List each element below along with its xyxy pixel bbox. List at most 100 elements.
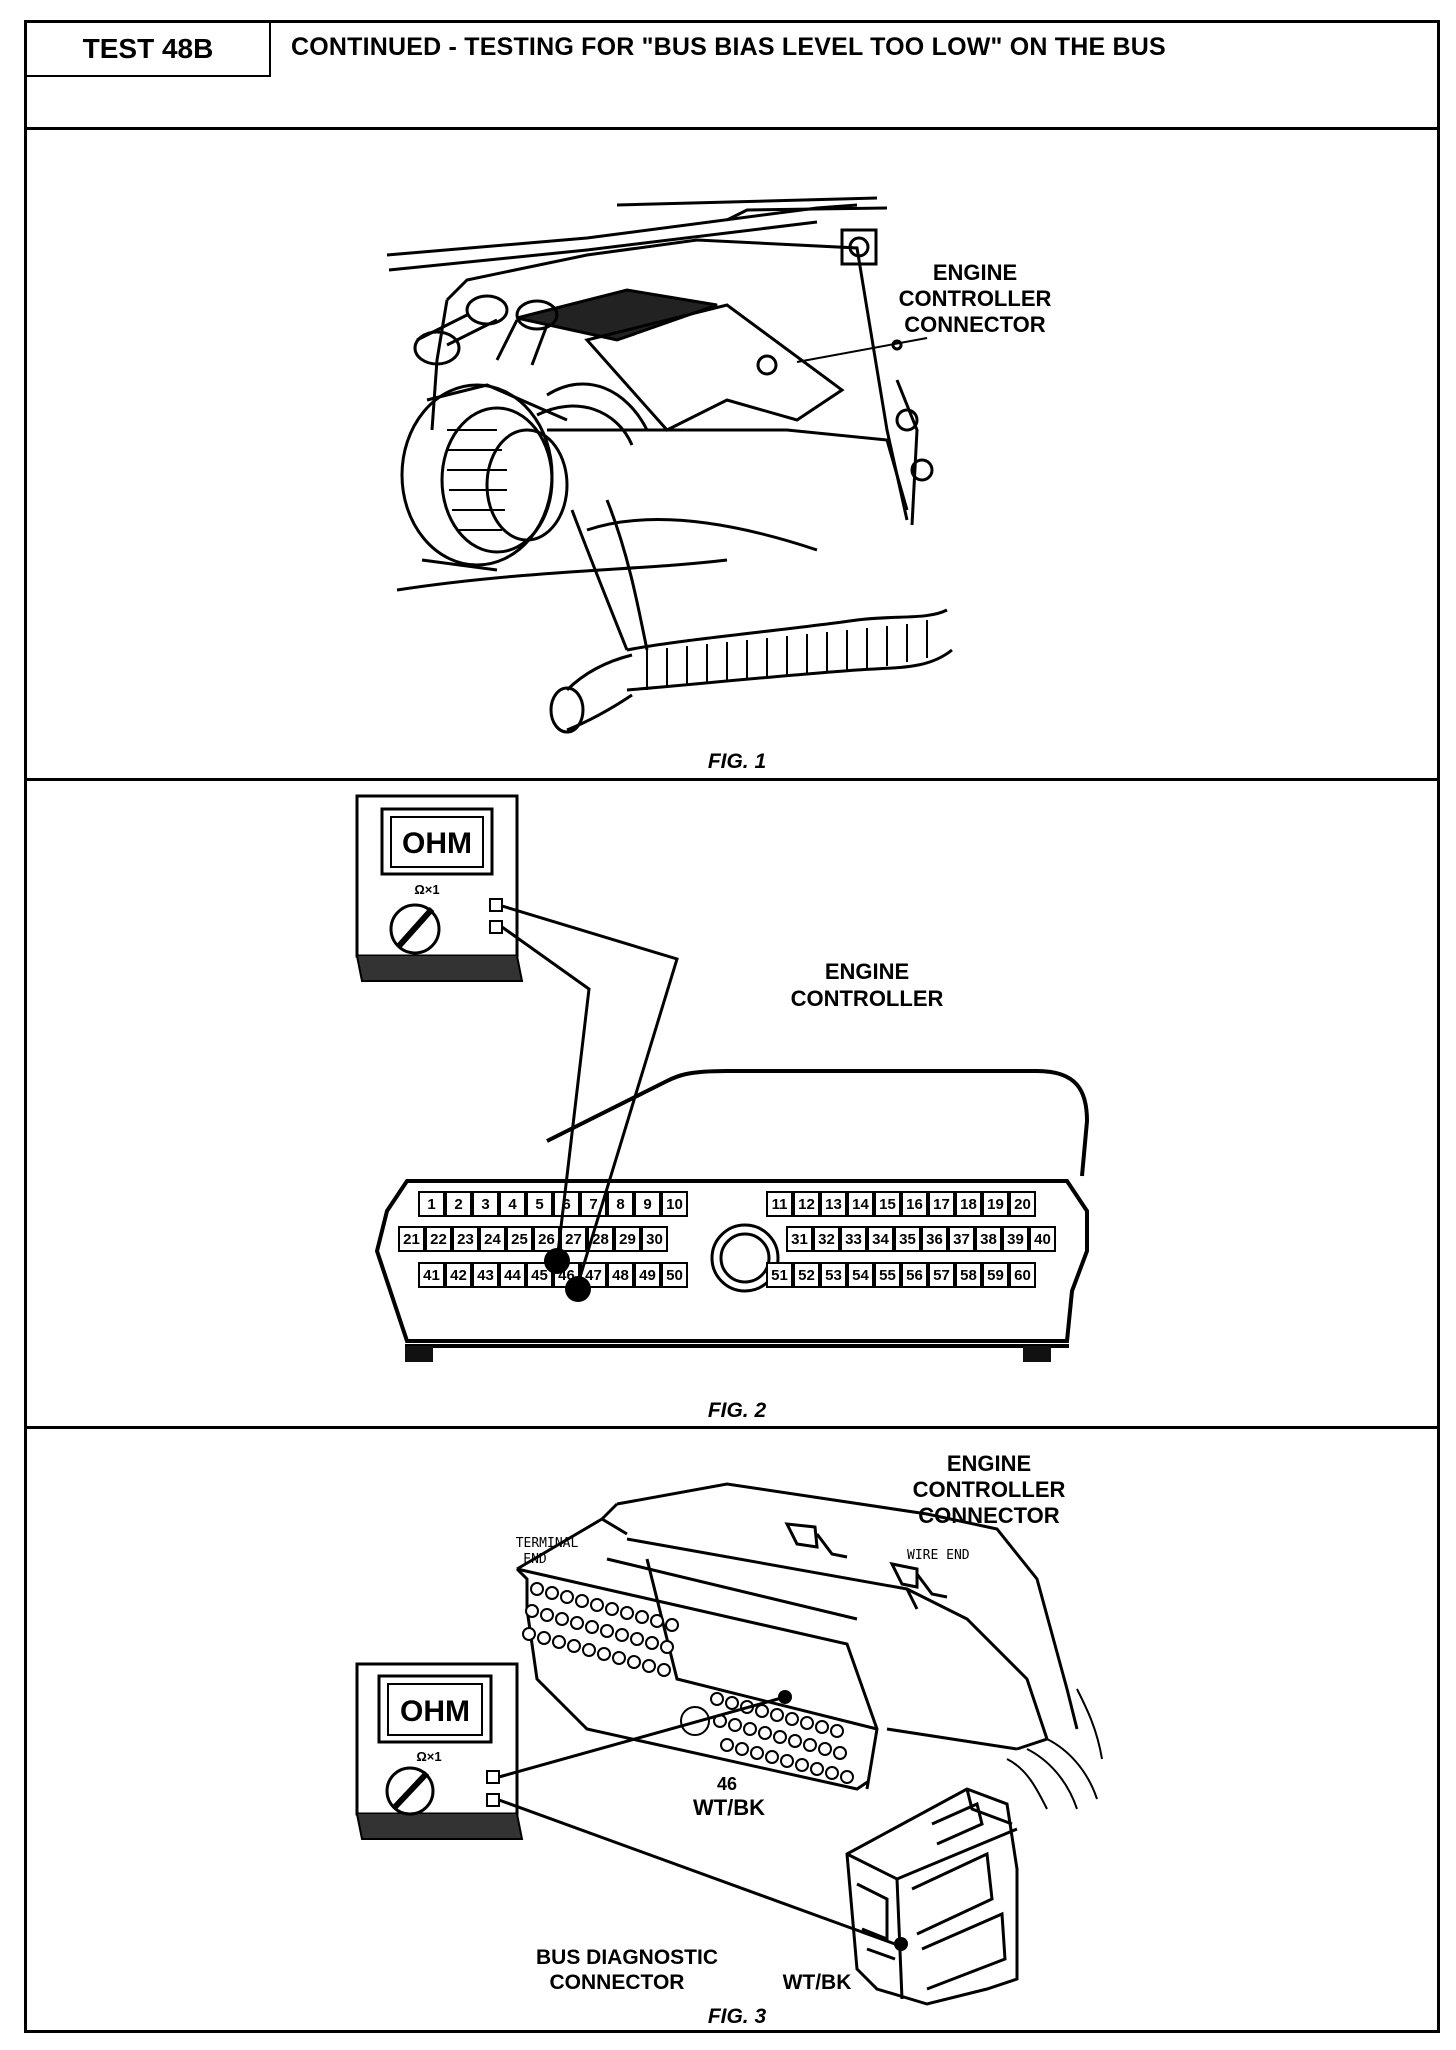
pin-cell [982, 1262, 1009, 1288]
pin-cell [418, 1191, 445, 1217]
page-header: TEST 48B CONTINUED - TESTING FOR "BUS BI… [27, 23, 1437, 130]
fig2-caption: FIG. 2 [708, 1399, 767, 1422]
pin-cell [847, 1262, 874, 1288]
pin-cell [425, 1226, 452, 1252]
bus-connector-terminal-icon [894, 1937, 908, 1951]
connector-terminal-pins [522, 1582, 854, 1784]
test-title: CONTINUED - TESTING FOR "BUS BIAS LEVEL … [291, 33, 1166, 61]
fig1-label-line-3: CONNECTOR [904, 312, 1045, 337]
pin-number-label: 36 [926, 1231, 943, 1248]
terminal-pin-icon [833, 1746, 847, 1760]
fig1-caption: FIG. 1 [708, 750, 766, 773]
pin-cell [614, 1226, 641, 1252]
terminal-pin-icon [750, 1746, 764, 1760]
fig2-label-line-2: CONTROLLER [791, 986, 944, 1011]
pin-number-label: 24 [484, 1231, 501, 1248]
bus-label-line-1: BUS DIAGNOSTIC [536, 1946, 718, 1969]
pin-number-label: 56 [906, 1267, 923, 1284]
fig1-label-line-2: CONTROLLER [899, 286, 1052, 311]
pin-cell [874, 1262, 901, 1288]
terminal-pin-icon [770, 1708, 784, 1722]
bus-diagnostic-connector-outline [845, 1787, 1019, 2006]
pin-cell [928, 1262, 955, 1288]
test-id: TEST 48B [27, 23, 271, 77]
pin-cell [398, 1226, 425, 1252]
pin-cell [955, 1262, 982, 1288]
test-leads [498, 1695, 896, 1946]
terminal-pin-icon [560, 1590, 574, 1604]
pin-cell [813, 1226, 840, 1252]
fig3-meter-range: Ω×1 [416, 1749, 441, 1764]
test-page: TEST 48B CONTINUED - TESTING FOR "BUS BI… [24, 20, 1440, 2033]
figure-1-illustration: ENGINE CONTROLLER CONNECTOR FIG. 1 [386, 196, 1052, 773]
fig3-label-line-2: CONTROLLER [913, 1477, 1066, 1502]
meter-jack-bottom-icon [489, 920, 503, 934]
pin-cell [634, 1191, 661, 1217]
pin-cell [452, 1226, 479, 1252]
pin-cell [1002, 1226, 1029, 1252]
fig2-meter-display: OHM [402, 827, 472, 860]
pin-cell [526, 1191, 553, 1217]
terminal-pin-icon [582, 1643, 596, 1657]
pin-cell [1009, 1191, 1036, 1217]
pin-number-label: 32 [818, 1231, 835, 1248]
pin-cell [479, 1226, 506, 1252]
fig3-label-line-3: CONNECTOR [918, 1503, 1059, 1528]
pin-number-label: 3 [481, 1196, 489, 1213]
pin-number-label: 20 [1014, 1196, 1031, 1213]
terminal-pin-icon [788, 1734, 802, 1748]
pin-number-label: 50 [666, 1267, 683, 1284]
meter-jack-top-icon [486, 1770, 500, 1784]
fig2-label-line-1: ENGINE [825, 959, 909, 984]
terminal-pin-icon [735, 1742, 749, 1756]
test-leads [501, 904, 679, 1288]
pin-cell [928, 1191, 955, 1217]
pin-number-label: 1 [427, 1196, 435, 1213]
terminal-pin-icon [597, 1647, 611, 1661]
pin-number-label: 34 [872, 1231, 889, 1248]
pin-cell [874, 1191, 901, 1217]
pin-cell [982, 1191, 1009, 1217]
terminal-pin-icon [635, 1610, 649, 1624]
pin-cell [766, 1262, 793, 1288]
terminal-pin-icon [540, 1608, 554, 1622]
terminal-pin-icon [780, 1754, 794, 1768]
engine-controller-outline [374, 1069, 1090, 1348]
terminal-end-line-1: TERMINAL [516, 1536, 579, 1551]
pin-cell [894, 1226, 921, 1252]
terminal-pin-icon [575, 1594, 589, 1608]
terminal-pin-icon [627, 1655, 641, 1669]
terminal-pin-icon [605, 1602, 619, 1616]
terminal-pin-icon [555, 1612, 569, 1626]
pin-number-label: 18 [960, 1196, 977, 1213]
fig3-label-line-1: ENGINE [947, 1451, 1031, 1476]
pin-number-label: 60 [1014, 1267, 1031, 1284]
pin-number-label: 10 [666, 1196, 683, 1213]
terminal-pin-icon [840, 1770, 854, 1784]
fig3-caption: FIG. 3 [708, 2005, 767, 2028]
terminal-pin-icon [825, 1766, 839, 1780]
pin-number-label: 22 [430, 1231, 447, 1248]
fig3-meter-display: OHM [400, 1695, 470, 1728]
pin-number-label: 51 [771, 1267, 788, 1284]
pin-number-label: 43 [477, 1267, 494, 1284]
terminal-pin-icon [612, 1651, 626, 1665]
terminal-pin-icon [743, 1722, 757, 1736]
pin-number-label: 13 [825, 1196, 842, 1213]
pin-number-label: 58 [960, 1267, 977, 1284]
terminal-pin-icon [642, 1659, 656, 1673]
terminal-pin-icon [765, 1750, 779, 1764]
terminal-pin-icon [522, 1627, 536, 1641]
pin-number-label: 26 [538, 1231, 555, 1248]
pin-number-label: 25 [511, 1231, 528, 1248]
pin-number-label: 39 [1007, 1231, 1024, 1248]
terminal-pin-icon [537, 1631, 551, 1645]
pin-number-label: 37 [953, 1231, 970, 1248]
pin-cell [975, 1226, 1002, 1252]
terminal-pin-icon [758, 1726, 772, 1740]
pin-cell [921, 1226, 948, 1252]
probe-pin-26-icon [544, 1248, 570, 1274]
pin-cell [533, 1226, 560, 1252]
